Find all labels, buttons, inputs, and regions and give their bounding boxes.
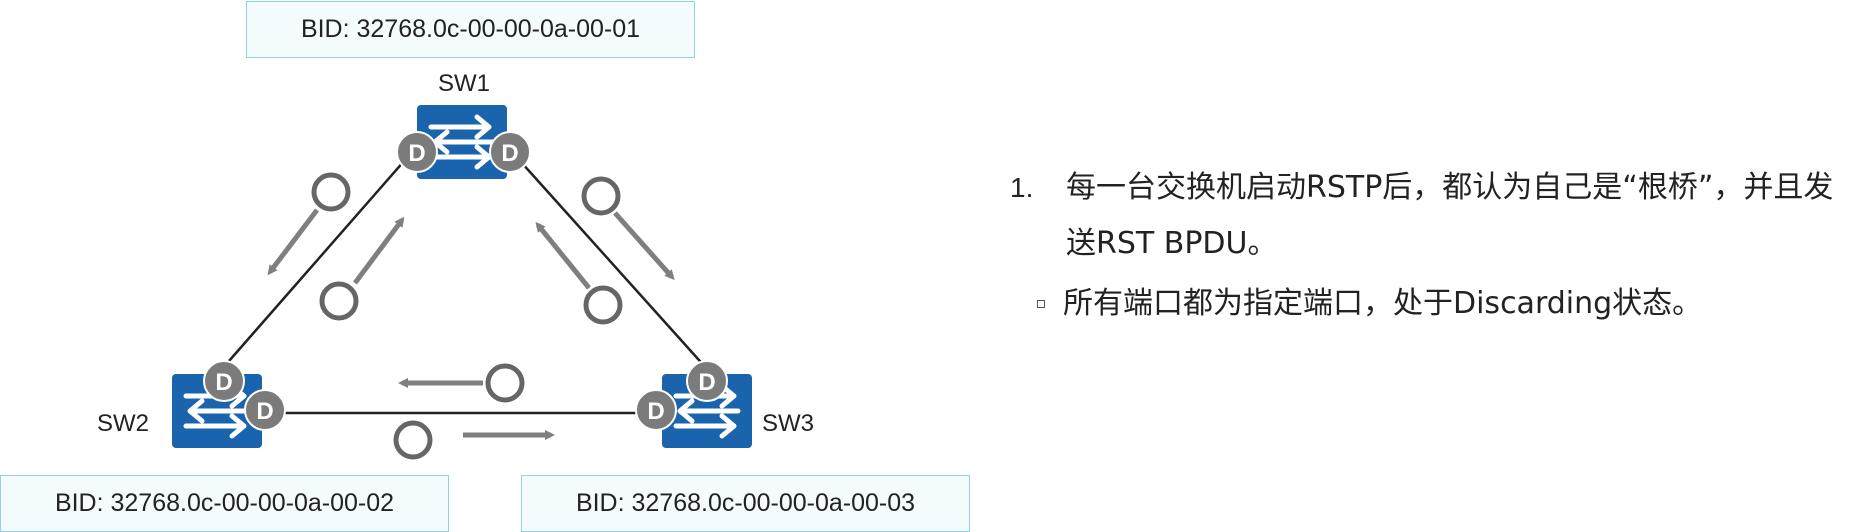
port-role-letter: D xyxy=(647,398,664,425)
sw3-bid-box: BID: 32768.0c-00-00-0a-00-03 xyxy=(521,475,970,532)
link-sw1-sw2 xyxy=(221,151,413,370)
rstp-topology-diagram: D D D D D D xyxy=(0,0,1000,460)
bpdu-sw3-to-sw2 xyxy=(398,363,525,403)
sw2-port-top: D xyxy=(203,360,245,402)
link-sw1-sw3 xyxy=(511,151,708,370)
sw3-port-left: D xyxy=(635,389,677,431)
explanation-panel: 1. 每一台交换机启动RSTP后，都认为自己是“根桥”，并且发送RST BPDU… xyxy=(1010,160,1850,330)
step-text: 每一台交换机启动RSTP后，都认为自己是“根桥”，并且发送RST BPDU。 xyxy=(1066,170,1834,261)
sw2-bid-text: BID: 32768.0c-00-00-0a-00-02 xyxy=(54,489,395,517)
port-role-letter: D xyxy=(256,398,273,425)
port-role-letter: D xyxy=(698,369,715,396)
sw1-port-left: D xyxy=(396,131,438,173)
sw3-port-top: D xyxy=(686,360,728,402)
port-role-letter: D xyxy=(501,140,518,167)
sw3-bid-text: BID: 32768.0c-00-00-0a-00-03 xyxy=(575,489,916,517)
port-role-letter: D xyxy=(215,369,232,396)
bpdu-sw1-to-sw2 xyxy=(267,172,351,276)
port-role-letter: D xyxy=(408,140,425,167)
sw1-port-right: D xyxy=(489,131,531,173)
sw2-port-right: D xyxy=(244,389,286,431)
sw1-bid-box: BID: 32768.0c-00-00-0a-00-01 xyxy=(246,1,695,58)
sw3-label: SW3 xyxy=(762,410,815,437)
square-bullet-icon xyxy=(1037,300,1045,308)
step-item: 1. 每一台交换机启动RSTP后，都认为自己是“根桥”，并且发送RST BPDU… xyxy=(1010,160,1850,272)
step-number: 1. xyxy=(1010,172,1034,203)
sub-point: 所有端口都为指定端口，处于Discarding状态。 xyxy=(1037,278,1850,330)
bpdu-sw2-to-sw3 xyxy=(393,420,555,460)
bpdu-sw3-to-sw1 xyxy=(535,221,623,325)
sw2-bid-box: BID: 32768.0c-00-00-0a-00-02 xyxy=(0,475,449,532)
sw2-label: SW2 xyxy=(97,410,150,437)
bpdu-sw2-to-sw1 xyxy=(319,216,405,321)
sub-point-text: 所有端口都为指定端口，处于Discarding状态。 xyxy=(1063,286,1703,321)
sw1-bid-text: BID: 32768.0c-00-00-0a-00-01 xyxy=(300,15,641,43)
sw1-label: SW1 xyxy=(438,70,491,97)
bpdu-sw1-to-sw3 xyxy=(581,176,675,280)
